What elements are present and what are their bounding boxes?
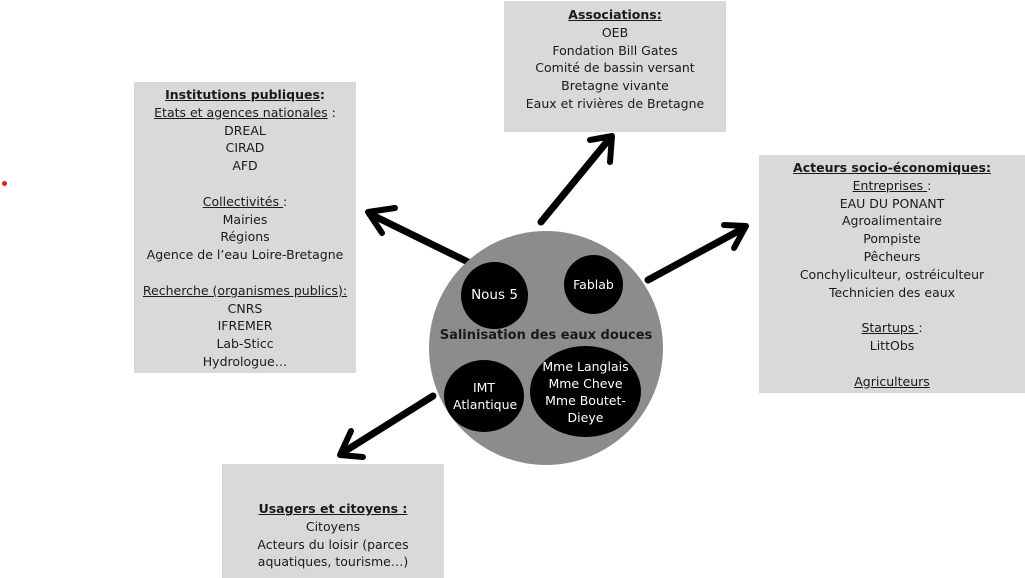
group-heading: Recherche (organismes publics): [142, 282, 348, 298]
member-label: Dieye [567, 409, 604, 425]
list-item: Technicien des eaux [828, 284, 956, 300]
usagers-title: Usagers et citoyens : [258, 501, 408, 516]
list-item: DREAL [224, 122, 266, 138]
list-item: Régions [220, 229, 270, 245]
list-item: Agroalimentaire [842, 213, 942, 229]
member-label: Fablab [573, 277, 614, 292]
associations-box: Associations: OEB Fondation Bill Gates C… [504, 1, 726, 132]
hub-title: Salinisation des eaux douces [439, 328, 653, 343]
list-item: Mairies [222, 211, 268, 227]
hub-circle [429, 231, 663, 465]
list-item: CIRAD [225, 140, 265, 156]
list-item: Eaux et rivières de Bretagne [525, 95, 705, 111]
list-item: Hydrologue… [202, 353, 288, 369]
list-item: Conchyliculteur, ostréiculteur [799, 266, 985, 282]
list-item: Pompiste [863, 231, 921, 247]
list-item: Comité de bassin versant [535, 60, 695, 76]
list-item: OEB [601, 24, 629, 40]
member-label: IMT Atlantique [453, 380, 518, 412]
list-item: Citoyens [305, 518, 361, 534]
member-label: Mme Cheve [548, 375, 623, 391]
member-label: Mme Langlais [542, 358, 629, 374]
red-marker-dot [2, 181, 7, 186]
member-bubble-fablab: Fablab [564, 255, 623, 314]
list-item: EAU DU PONANT [839, 195, 945, 211]
arrow-to-socio-economic [644, 222, 749, 284]
group-heading: Startups : [861, 320, 923, 336]
list-item: Lab-Sticc [216, 336, 274, 352]
group-heading: Entreprises : [852, 177, 932, 193]
group-heading: Etats et agences nationales : [154, 104, 336, 120]
institutions-box: Institutions publiques: Etats et agences… [134, 82, 356, 373]
list-item: LittObs [869, 337, 915, 353]
list-item: Agence de l’eau Loire-Bretagne [146, 247, 344, 263]
group-heading: Collectivités : [202, 193, 288, 209]
list-item: Bretagne vivante [561, 78, 669, 94]
socio-economic-box: Acteurs socio-économiques: Entreprises :… [759, 155, 1025, 393]
arrow-to-associations [537, 133, 615, 226]
socio-title: Acteurs socio-économiques: [793, 160, 991, 175]
member-bubble-nous5: Nous 5 [461, 262, 528, 329]
arrow-to-institutions [365, 205, 472, 266]
list-item: Pêcheurs [863, 248, 921, 264]
associations-title: Associations: [568, 7, 662, 22]
member-bubble-imt: IMT Atlantique [444, 360, 524, 432]
group-heading: Agriculteurs [854, 373, 930, 389]
list-item: AFD [232, 158, 258, 174]
member-bubble-teachers: Mme Langlais Mme Cheve Mme Boutet- Dieye [530, 346, 641, 437]
users-citizens-box: Usagers et citoyens : Citoyens Acteurs d… [222, 464, 444, 578]
list-item: Fondation Bill Gates [552, 42, 678, 58]
list-item: Acteurs du loisir (parces aquatiques, to… [257, 536, 409, 570]
member-label: Nous 5 [471, 287, 518, 303]
institutions-title: Institutions publiques: [165, 87, 325, 102]
list-item: CNRS [227, 300, 263, 316]
arrow-to-users [337, 392, 437, 460]
list-item: IFREMER [217, 318, 273, 334]
member-label: Mme Boutet- [545, 392, 626, 408]
